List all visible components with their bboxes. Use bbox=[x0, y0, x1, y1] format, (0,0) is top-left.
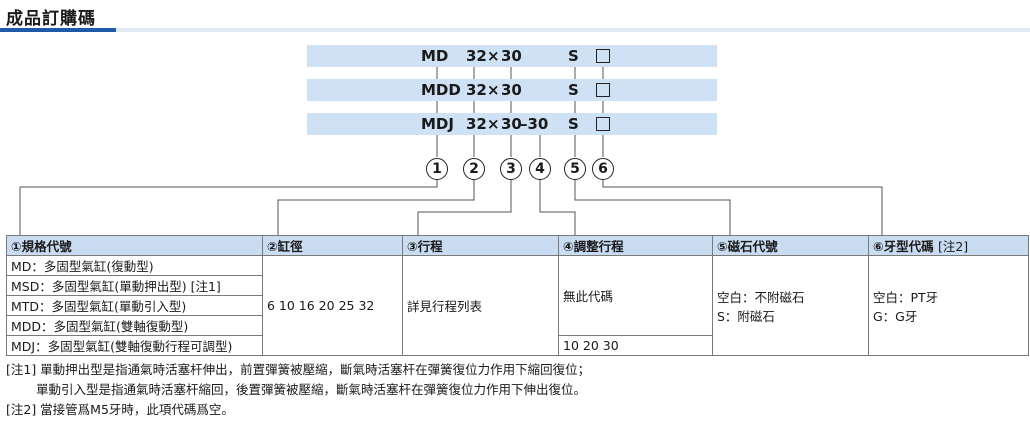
code-times: × bbox=[487, 115, 500, 133]
code-band-mdd bbox=[307, 79, 717, 101]
header-thread: ⑥牙型代碼 [注2] bbox=[868, 235, 1029, 256]
table-row: MDJ：多固型氣缸(雙軸復動行程可調型) 10 20 30 bbox=[6, 335, 1029, 356]
note-1-line-2: 單動引入型是指通氣時活塞杆縮回，後置彈簧被壓縮，斷氣時活塞杆在彈簧復位力作用下伸… bbox=[36, 382, 587, 397]
thread-box-icon bbox=[596, 49, 610, 63]
adjust-none: 無此代碼 bbox=[558, 255, 713, 336]
note-1-line-1: [注1] 單動押出型是指通氣時活塞杆伸出，前置彈簧被壓縮，斷氣時活塞杆在彈簧復位… bbox=[6, 362, 591, 377]
page-title: 成品訂購碼 bbox=[6, 9, 96, 29]
marker-2: 2 bbox=[463, 158, 485, 180]
title-underline bbox=[0, 28, 1030, 32]
connector-lines bbox=[19, 67, 883, 236]
header-thread-note: [注2] bbox=[937, 239, 969, 254]
model-msd: MSD：多固型氣缸(單動押出型) [注1] bbox=[6, 275, 263, 296]
header-adjust: ④調整行程 bbox=[558, 235, 713, 256]
magnet-option-s: S：附磁石 bbox=[717, 308, 775, 324]
table-header-row: ①規格代號 ②缸徑 ③行程 ④調整行程 ⑤磁石代號 ⑥牙型代碼 [注2] bbox=[6, 235, 1029, 256]
code-size: 32 bbox=[466, 81, 487, 99]
marker-1: 1 bbox=[426, 158, 448, 180]
code-band-mdj bbox=[307, 113, 717, 135]
footnotes: [注1] 單動押出型是指通氣時活塞杆伸出，前置彈簧被壓縮，斷氣時活塞杆在彈簧復位… bbox=[6, 360, 590, 420]
code-size: 32 bbox=[466, 115, 487, 133]
code-stroke: 30 bbox=[501, 47, 522, 65]
code-stroke: 30 bbox=[501, 81, 522, 99]
stroke-value: 詳見行程列表 bbox=[402, 255, 559, 356]
model-md: MD：多固型氣缸(復動型) bbox=[6, 255, 263, 276]
marker-5: 5 bbox=[564, 158, 586, 180]
header-bore: ②缸徑 bbox=[262, 235, 403, 256]
code-model: MDD bbox=[421, 81, 461, 99]
code-magnet: S bbox=[568, 115, 579, 133]
code-model: MD bbox=[421, 47, 449, 65]
code-times: × bbox=[487, 47, 500, 65]
code-magnet: S bbox=[568, 47, 579, 65]
marker-3: 3 bbox=[500, 158, 522, 180]
code-times: × bbox=[487, 81, 500, 99]
header-stroke: ③行程 bbox=[402, 235, 559, 256]
thread-box-icon bbox=[596, 83, 610, 97]
code-adjust: –30 bbox=[520, 115, 549, 133]
table-row: MD：多固型氣缸(復動型) 6 10 16 20 25 32 詳見行程列表 無此… bbox=[6, 255, 1029, 356]
magnet-options: 空白：不附磁石 S：附磁石 bbox=[712, 255, 869, 356]
thread-box-icon bbox=[596, 117, 610, 131]
table-row: MSD：多固型氣缸(單動押出型) [注1] bbox=[6, 275, 1029, 296]
code-size: 32 bbox=[466, 47, 487, 65]
bore-values: 6 10 16 20 25 32 bbox=[262, 255, 403, 356]
thread-option-g: G：G牙 bbox=[873, 308, 918, 324]
code-magnet: S bbox=[568, 81, 579, 99]
adjust-values: 10 20 30 bbox=[558, 335, 713, 356]
model-mdd: MDD：多固型氣缸(雙軸復動型) bbox=[6, 315, 263, 336]
marker-4: 4 bbox=[529, 158, 551, 180]
header-model: ①規格代號 bbox=[6, 235, 263, 256]
marker-6: 6 bbox=[592, 158, 614, 180]
model-mtd: MTD：多固型氣缸(單動引入型) bbox=[6, 295, 263, 316]
note-2: [注2] 當接管爲M5牙時，此項代碼爲空。 bbox=[6, 402, 234, 417]
header-thread-label: ⑥牙型代碼 bbox=[873, 239, 934, 254]
code-stroke: 30 bbox=[501, 115, 522, 133]
thread-options: 空白：PT牙 G：G牙 bbox=[868, 255, 1029, 356]
thread-option-pt: 空白：PT牙 bbox=[873, 289, 939, 305]
order-code-table: ①規格代號 ②缸徑 ③行程 ④調整行程 ⑤磁石代號 ⑥牙型代碼 [注2] MD：… bbox=[6, 235, 1029, 356]
title-underline-accent bbox=[0, 28, 116, 32]
code-model: MDJ bbox=[421, 115, 454, 133]
code-band-md bbox=[307, 45, 717, 67]
header-magnet: ⑤磁石代號 bbox=[712, 235, 869, 256]
model-mdj: MDJ：多固型氣缸(雙軸復動行程可調型) bbox=[6, 335, 263, 356]
magnet-option-blank: 空白：不附磁石 bbox=[717, 289, 805, 305]
